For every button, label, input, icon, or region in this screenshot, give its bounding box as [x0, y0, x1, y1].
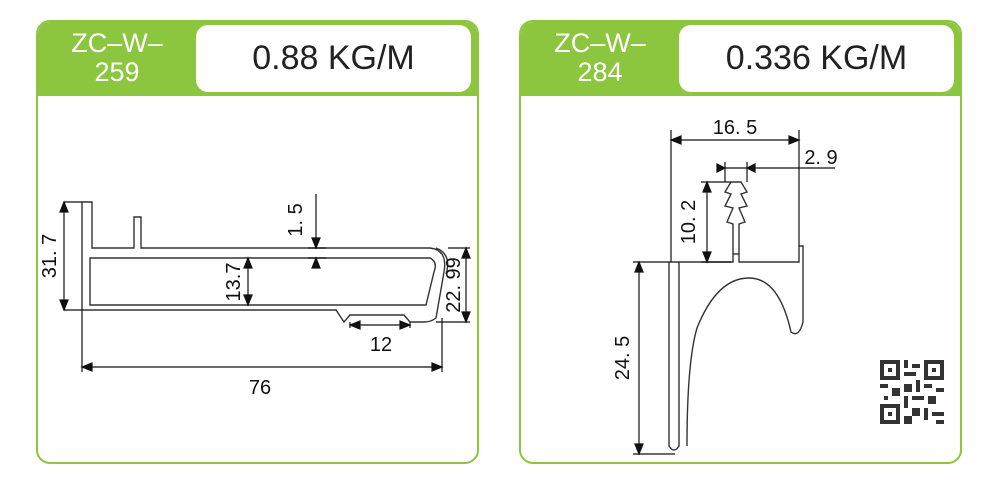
dim-height: 31. 7	[39, 234, 61, 278]
profile-drawing: 16. 5 2. 9 10. 2 24. 5	[612, 117, 838, 456]
card-header: ZC–W– 284 0.336 KG/M	[521, 22, 960, 96]
profile-outline	[668, 181, 804, 451]
profile-card-zc-w-259: ZC–W– 259 0.88 KG/M	[36, 20, 479, 464]
dim-wall: 1. 5	[285, 203, 307, 236]
profile-drawing: 31. 7 1. 5 13.7 22. 99 12 76	[39, 194, 471, 399]
dimension-lines	[59, 194, 471, 372]
qr-code-icon	[880, 360, 944, 424]
dim-height: 24. 5	[612, 336, 634, 380]
dim-fin: 10. 2	[678, 200, 700, 244]
profile-code: ZC–W– 284	[554, 28, 646, 87]
dim-inner: 13.7	[223, 263, 245, 302]
dim-width: 16. 5	[713, 117, 757, 139]
profile-card-zc-w-284: ZC–W– 284 0.336 KG/M	[519, 20, 962, 464]
profile-weight: 0.88 KG/M	[196, 25, 471, 92]
profile-weight: 0.336 KG/M	[679, 25, 954, 92]
dim-right: 22. 99	[443, 257, 465, 313]
profile-outline	[81, 201, 449, 324]
dim-gap: 2. 9	[804, 147, 837, 169]
card-header: ZC–W– 259 0.88 KG/M	[38, 22, 477, 96]
dim-slot: 12	[370, 334, 392, 356]
profile-code: ZC–W– 259	[71, 28, 163, 87]
dimension-lines	[633, 130, 835, 456]
dim-width: 76	[249, 377, 271, 399]
